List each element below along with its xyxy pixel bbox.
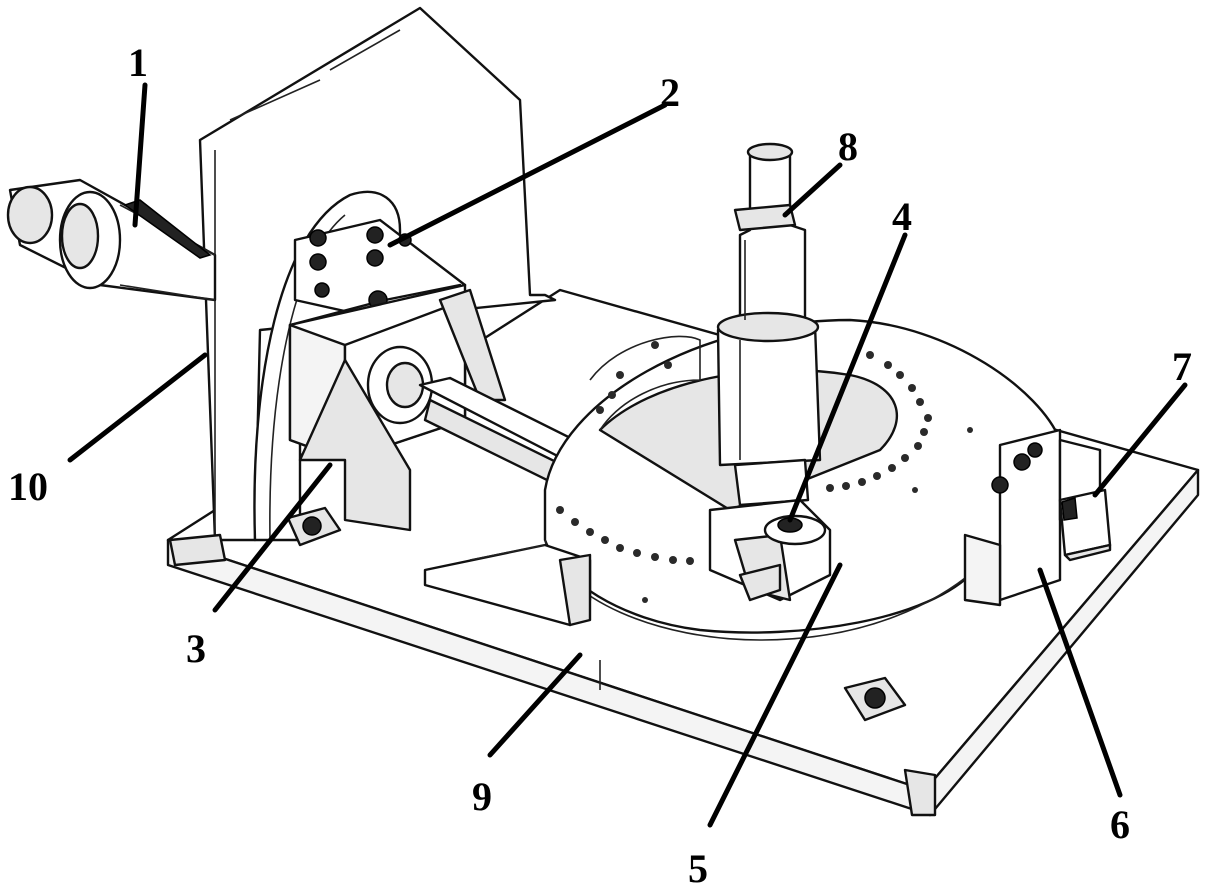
callout-3: 3 [186,626,206,671]
leader-9 [487,652,583,758]
side-frame [963,428,1102,607]
callout-4: 4 [892,194,912,239]
leader-6 [1037,567,1123,798]
leader-10 [67,352,208,463]
callout-8: 8 [838,124,858,169]
callout-10: 10 [8,464,48,509]
sensor-box [1058,488,1112,562]
callout-5: 5 [688,846,708,891]
leader-4 [787,232,908,523]
leader-lines [67,82,1188,828]
callout-9: 9 [472,774,492,819]
leader-2 [387,102,668,248]
leader-8 [782,162,843,218]
leader-3 [212,462,333,613]
leader-7 [1092,382,1188,498]
callout-7: 7 [1172,344,1192,389]
leader-5 [707,562,843,828]
callout-6: 6 [1110,802,1130,847]
callout-labels: 1 2 3 4 5 6 7 8 9 10 [8,40,1192,891]
rotating-clamp [708,498,832,602]
callout-2: 2 [660,70,680,115]
wedge-support [423,543,592,627]
callout-1: 1 [128,40,148,85]
vertical-column [716,142,822,507]
leader-1 [132,82,148,228]
hole-ring [556,341,973,603]
hydraulic-cylinder [6,178,217,302]
mounting-lugs [168,506,907,722]
